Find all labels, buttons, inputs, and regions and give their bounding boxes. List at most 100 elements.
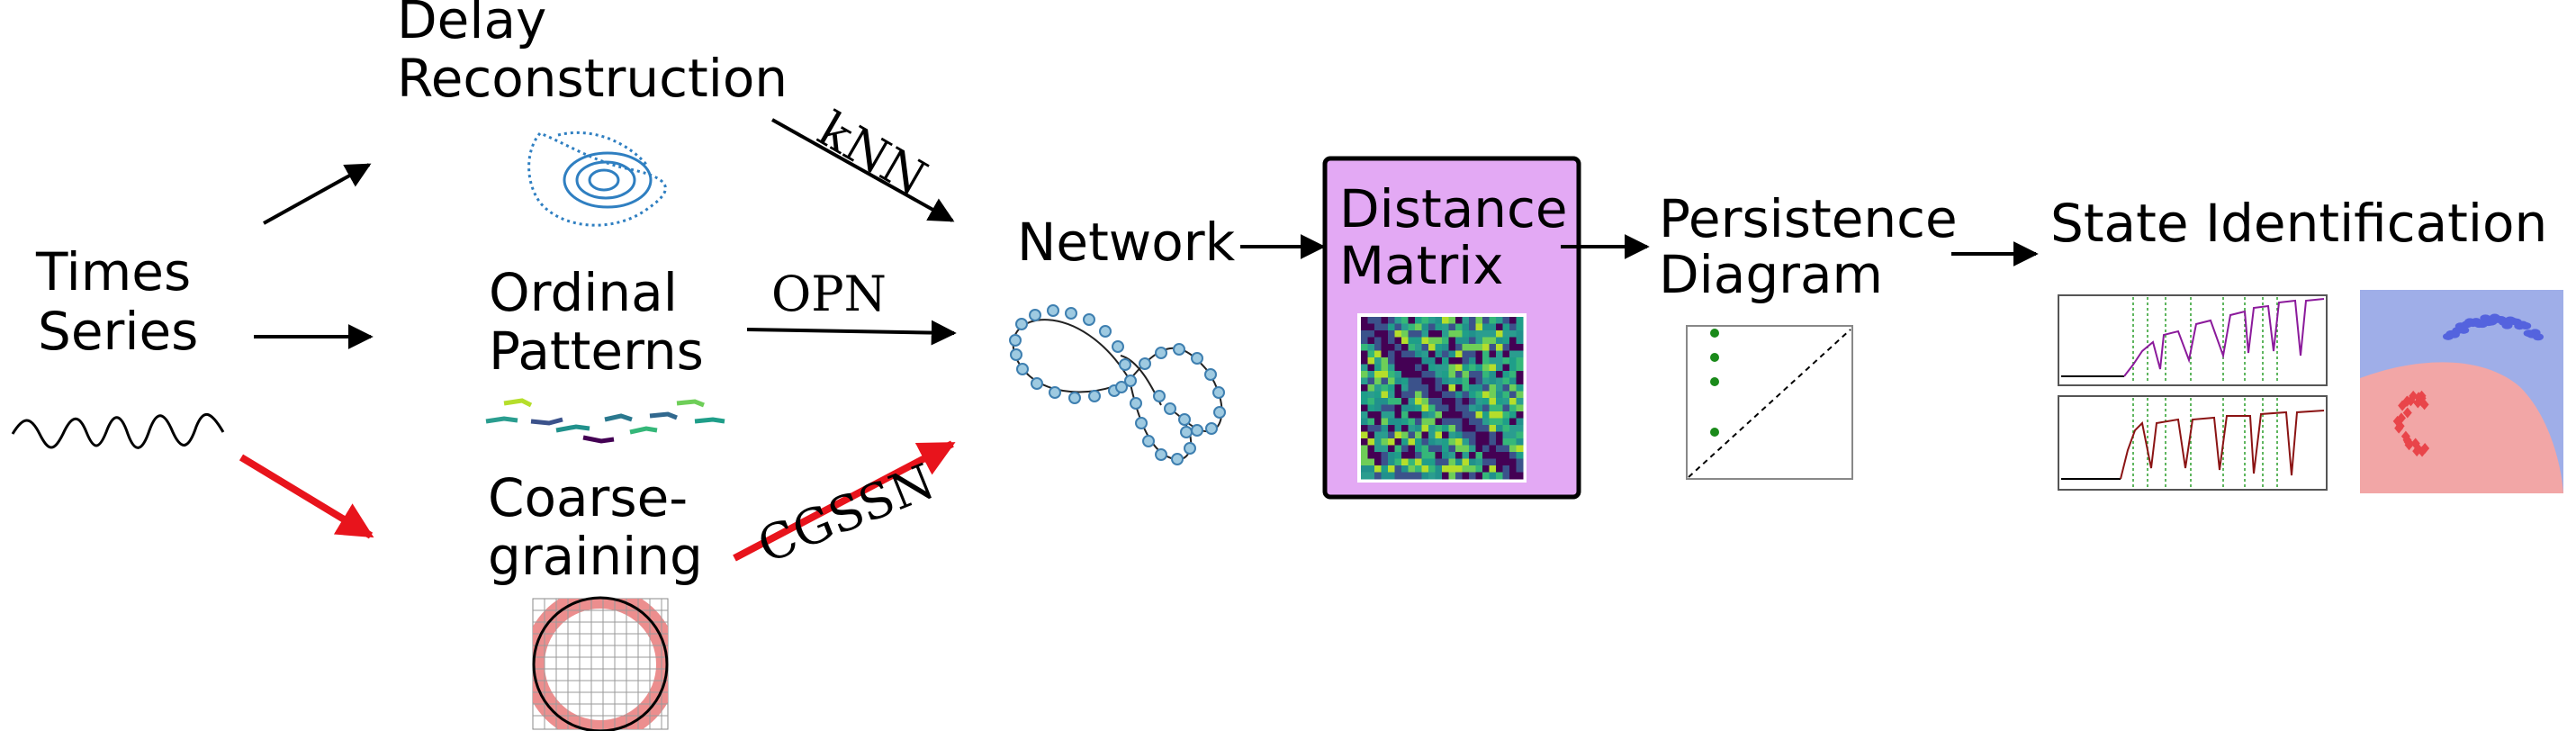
heatmap-cell bbox=[1381, 344, 1389, 351]
arrow-ordinal-to-network bbox=[746, 320, 957, 346]
heatmap-cell bbox=[1421, 350, 1429, 358]
state-identification-title: State Identification bbox=[2050, 193, 2547, 254]
heatmap-cell bbox=[1475, 418, 1483, 426]
heatmap-cell bbox=[1401, 350, 1409, 358]
heatmap-cell bbox=[1442, 404, 1449, 412]
heatmap-cell bbox=[1435, 425, 1443, 432]
heatmap-cell bbox=[1442, 377, 1449, 385]
heatmap-cell bbox=[1388, 377, 1395, 385]
heatmap-cell bbox=[1509, 384, 1517, 392]
heatmap-cell bbox=[1455, 323, 1463, 331]
heatmap-cell bbox=[1388, 472, 1395, 480]
heatmap-cell bbox=[1482, 391, 1490, 399]
heatmap-cell bbox=[1516, 398, 1524, 405]
heatmap-cell bbox=[1421, 472, 1429, 480]
heatmap-cell bbox=[1509, 371, 1517, 378]
heatmap-cell bbox=[1394, 398, 1402, 405]
heatmap-cell bbox=[1509, 398, 1517, 405]
heatmap-cell bbox=[1361, 377, 1368, 385]
cluster-point bbox=[2394, 422, 2404, 434]
heatmap-cell bbox=[1455, 364, 1463, 372]
heatmap-cell bbox=[1455, 384, 1463, 392]
heatmap-cell bbox=[1455, 337, 1463, 345]
heatmap-cell bbox=[1401, 384, 1409, 392]
heatmap-cell bbox=[1502, 337, 1510, 345]
heatmap-cell bbox=[1374, 344, 1382, 351]
heatmap-cell bbox=[1448, 337, 1456, 345]
cluster-point bbox=[2417, 396, 2427, 408]
heatmap-cell bbox=[1509, 391, 1517, 399]
heatmap-cell bbox=[1509, 465, 1517, 473]
heatmap-cell bbox=[1462, 357, 1470, 365]
heatmap-cell bbox=[1388, 458, 1395, 466]
heatmap-cell bbox=[1367, 465, 1375, 473]
heatmap-cell bbox=[1475, 364, 1483, 372]
heatmap-cell bbox=[1462, 404, 1470, 412]
heatmap-cell bbox=[1408, 317, 1416, 324]
heatmap-cell bbox=[1475, 404, 1483, 412]
heatmap-cell bbox=[1469, 411, 1476, 419]
heatmap-cell bbox=[1489, 404, 1497, 412]
heatmap-cell bbox=[1469, 330, 1476, 338]
heatmap-cell bbox=[1401, 465, 1409, 473]
heatmap-cell bbox=[1415, 384, 1422, 392]
heatmap-cell bbox=[1475, 323, 1483, 331]
heatmap-cell bbox=[1502, 377, 1510, 385]
heatmap-cell bbox=[1469, 323, 1476, 331]
heatmap-cell bbox=[1408, 465, 1416, 473]
heatmap-cell bbox=[1489, 384, 1497, 392]
heatmap-cell bbox=[1448, 330, 1456, 338]
heatmap-cell bbox=[1374, 425, 1382, 432]
heatmap-cell bbox=[1496, 377, 1503, 385]
heatmap-cell bbox=[1496, 438, 1503, 446]
heatmap-cell bbox=[1509, 411, 1517, 419]
heatmap-cell bbox=[1469, 465, 1476, 473]
heatmap-cell bbox=[1415, 445, 1422, 453]
arrow-to-delay bbox=[263, 163, 372, 225]
distance-title-1: Distance bbox=[1339, 178, 1568, 239]
heatmap-cell bbox=[1394, 323, 1402, 331]
heatmap-cell bbox=[1475, 371, 1483, 378]
heatmap-cell bbox=[1489, 452, 1497, 459]
persistence-point bbox=[1710, 329, 1719, 338]
heatmap-cell bbox=[1489, 398, 1497, 405]
heatmap-cell bbox=[1469, 445, 1476, 453]
heatmap-cell bbox=[1469, 438, 1476, 446]
heatmap-cell bbox=[1496, 431, 1503, 439]
heatmap-cell bbox=[1455, 438, 1463, 446]
heatmap-cell bbox=[1496, 452, 1503, 459]
heatmap-cell bbox=[1462, 384, 1470, 392]
heatmap-cell bbox=[1489, 391, 1497, 399]
heatmap-cell bbox=[1428, 438, 1436, 446]
heatmap-cell bbox=[1516, 391, 1524, 399]
heatmap-cell bbox=[1388, 364, 1395, 372]
heatmap-cell bbox=[1394, 411, 1402, 419]
heatmap-cell bbox=[1516, 452, 1524, 459]
heatmap-cell bbox=[1367, 317, 1375, 324]
heatmap-cell bbox=[1502, 404, 1510, 412]
heatmap-cell bbox=[1374, 445, 1382, 453]
heatmap-cell bbox=[1516, 384, 1524, 392]
heatmap-cell bbox=[1435, 364, 1443, 372]
heatmap-cell bbox=[1489, 458, 1497, 466]
heatmap-cell bbox=[1462, 364, 1470, 372]
heatmap-cell bbox=[1435, 411, 1443, 419]
heatmap-cell bbox=[1381, 472, 1389, 480]
heatmap-cell bbox=[1482, 418, 1490, 426]
heatmap-cell bbox=[1401, 344, 1409, 351]
heatmap-cell bbox=[1502, 458, 1510, 466]
heatmap-cell bbox=[1415, 465, 1422, 473]
heatmap-cell bbox=[1442, 357, 1449, 365]
heatmap-cell bbox=[1367, 452, 1375, 459]
heatmap-cell bbox=[1421, 317, 1429, 324]
heatmap-cell bbox=[1394, 330, 1402, 338]
heatmap-cell bbox=[1381, 323, 1389, 331]
heatmap-cell bbox=[1455, 418, 1463, 426]
heatmap-cell bbox=[1415, 431, 1422, 439]
heatmap-cell bbox=[1428, 364, 1436, 372]
heatmap-cell bbox=[1415, 452, 1422, 459]
heatmap-cell bbox=[1448, 425, 1456, 432]
heatmap-cell bbox=[1442, 418, 1449, 426]
heatmap-cell bbox=[1421, 458, 1429, 466]
